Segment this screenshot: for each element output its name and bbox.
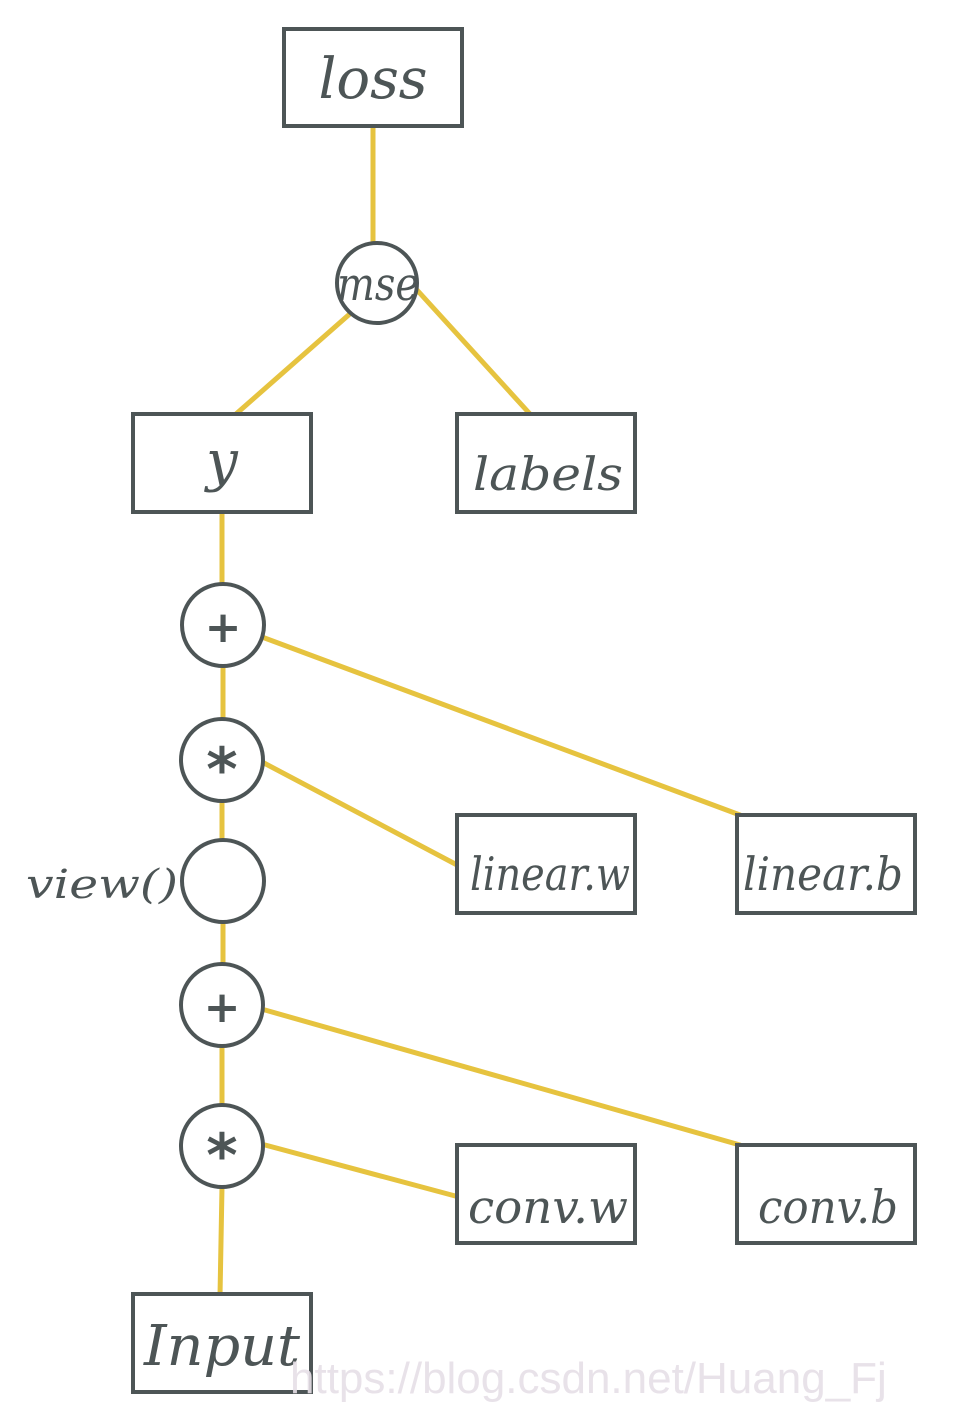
edge-mse-labels [414, 287, 533, 417]
node-labels-label: labels [473, 447, 623, 501]
edge-mul-input [217, 1184, 225, 1299]
edges [217, 125, 743, 1299]
node-input-label: Input [143, 1314, 301, 1379]
node-linear-b-label: linear.b [743, 847, 903, 901]
node-mul-linear: * [179, 717, 265, 805]
edge-mul-linear-w [261, 760, 462, 869]
edge-add-linear-b [259, 634, 743, 818]
node-mse: mse [335, 241, 419, 325]
node-mul-conv: * [179, 1103, 265, 1191]
node-input: Input [131, 1292, 313, 1394]
node-y-label: y [203, 429, 239, 494]
node-conv-w: conv.w [455, 1143, 637, 1245]
node-linear-w: linear.w [455, 813, 637, 915]
node-conv-b: conv.b [735, 1143, 917, 1245]
node-linear-b: linear.b [735, 813, 917, 915]
node-add-linear: + [180, 582, 266, 668]
node-mul-conv-label: * [206, 1121, 237, 1191]
node-add-linear-label: + [205, 602, 242, 653]
edge-add-conv-b [262, 1007, 743, 1148]
node-labels: labels [455, 412, 637, 514]
watermark: https://blog.csdn.net/Huang_Fj [290, 1354, 887, 1403]
node-y: y [131, 412, 313, 514]
node-conv-b-label: conv.b [758, 1180, 898, 1234]
node-linear-w-label: linear.w [470, 847, 630, 901]
node-mul-linear-label: * [206, 735, 237, 805]
view-label: view() [26, 862, 178, 908]
edge-mul-conv-w [262, 1142, 462, 1200]
node-mse-label: mse [337, 257, 419, 311]
node-add-conv: + [179, 962, 265, 1048]
edge-mse-y [233, 309, 355, 417]
node-loss: loss [282, 27, 464, 128]
node-add-conv-label: + [204, 982, 241, 1033]
node-loss-label: loss [318, 47, 427, 112]
node-conv-w-label: conv.w [468, 1180, 628, 1234]
node-view [180, 838, 266, 924]
